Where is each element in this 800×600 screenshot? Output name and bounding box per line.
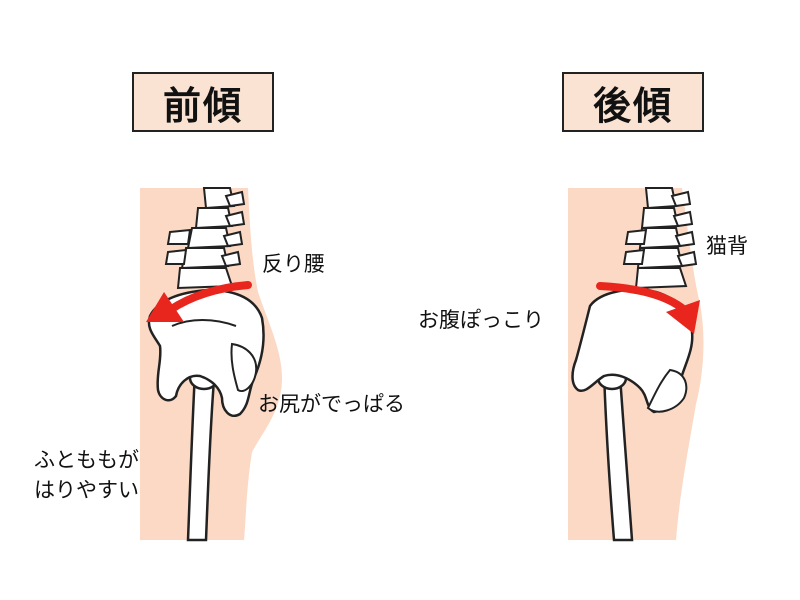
label-thighs-line2: はりやすい bbox=[34, 478, 139, 502]
right-arrow-head bbox=[666, 300, 700, 334]
right-sacrum bbox=[646, 368, 688, 413]
left-panel-title: 前傾 bbox=[132, 72, 274, 132]
left-figure bbox=[140, 187, 282, 542]
counterclockwise-arrow-icon bbox=[166, 281, 252, 314]
right-femur bbox=[602, 370, 634, 542]
label-thighs-line1: ふとももが bbox=[34, 448, 139, 472]
label-arched-back: 反り腰 bbox=[262, 252, 325, 276]
right-panel-title: 後傾 bbox=[562, 72, 704, 132]
label-buttocks-protrude: お尻がでっぱる bbox=[258, 392, 405, 416]
clockwise-arrow-icon bbox=[596, 282, 686, 312]
left-pelvis-inner-line bbox=[171, 319, 237, 327]
left-sacrum bbox=[230, 342, 258, 392]
label-belly-protrude: お腹ぽっこり bbox=[418, 308, 544, 332]
left-femur bbox=[186, 370, 216, 542]
label-hunched-back: 猫背 bbox=[706, 234, 748, 258]
right-lumbar-spine bbox=[622, 187, 698, 290]
left-lumbar-spine bbox=[164, 187, 246, 290]
right-figure bbox=[568, 187, 704, 542]
left-arrow-head bbox=[146, 292, 184, 322]
